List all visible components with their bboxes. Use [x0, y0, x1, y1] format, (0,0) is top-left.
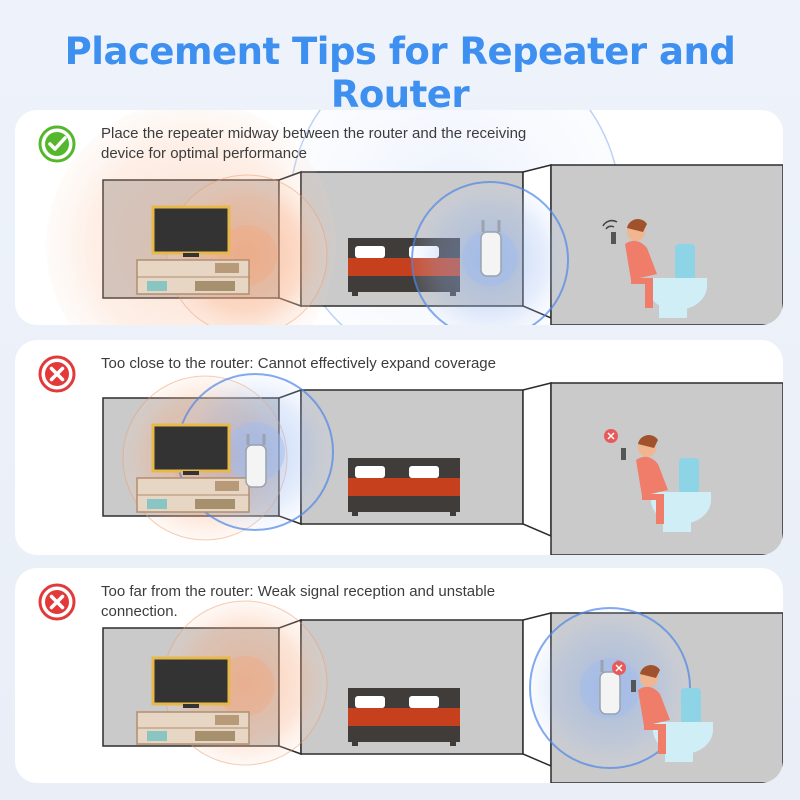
- person-on-toilet-icon: [631, 665, 713, 762]
- tv-icon: [151, 423, 231, 473]
- wall-divider: [522, 382, 552, 538]
- placement-scene: [46, 110, 783, 325]
- tip-card-midway: Place the repeater midway between the ro…: [15, 110, 783, 325]
- person-on-toilet-icon: [611, 219, 707, 318]
- tip-text: Place the repeater midway between the ro…: [101, 125, 527, 162]
- x-circle-icon: [37, 354, 77, 394]
- repeater-icon: [245, 434, 267, 488]
- repeater-icon: [480, 220, 502, 277]
- wifi-signal-icon: [602, 219, 618, 230]
- placement-scene: [102, 600, 783, 783]
- x-circle-icon: [37, 582, 77, 622]
- page-title: Placement Tips for Repeater and Router: [64, 30, 736, 116]
- no-signal-icon: [604, 429, 618, 443]
- placement-scene: [102, 373, 783, 555]
- tip-card-too-far: Too far from the router: Weak signal rec…: [15, 568, 783, 783]
- tv-icon: [151, 656, 231, 706]
- check-circle-icon: [37, 124, 77, 164]
- tv-icon: [151, 205, 231, 255]
- tip-card-too-close: Too close to the router: Cannot effectiv…: [15, 340, 783, 555]
- tip-text: Too close to the router: Cannot effectiv…: [101, 355, 496, 372]
- person-on-toilet-icon: [621, 435, 711, 532]
- tip-text: Too far from the router: Weak signal rec…: [101, 583, 496, 620]
- no-signal-icon: [612, 661, 626, 675]
